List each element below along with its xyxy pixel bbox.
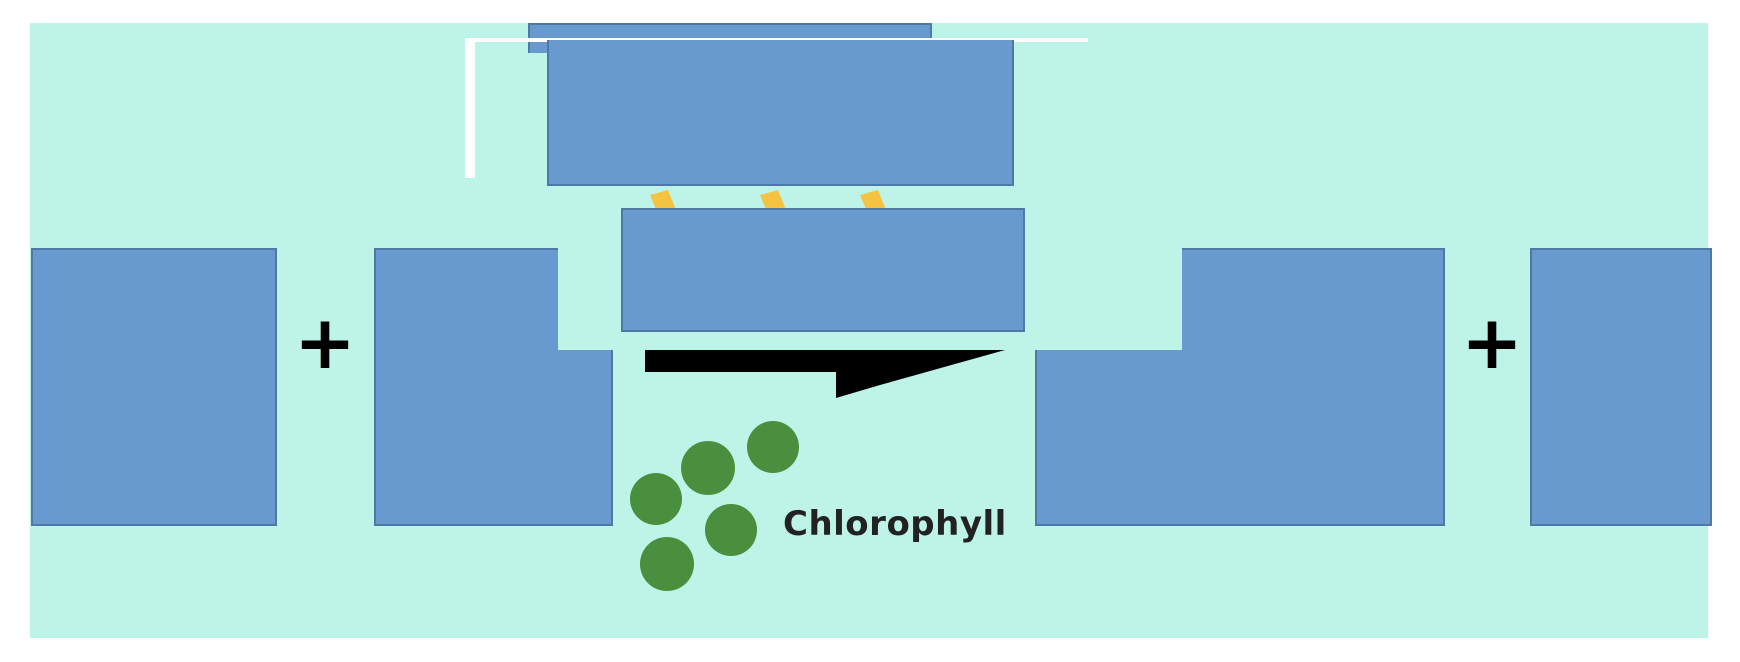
reactant-box-1 [31, 248, 277, 526]
product-box-1 [1035, 248, 1445, 526]
left-white-line [465, 38, 475, 178]
plus-sign-left: + [294, 300, 357, 386]
process-label-box [621, 208, 1025, 332]
product-box-cover-patch [1035, 248, 1182, 350]
plus-sign-right: + [1461, 300, 1524, 386]
product-box-2 [1530, 248, 1712, 526]
light-energy-box [547, 40, 1014, 186]
chlorophyll-label: Chlorophyll [783, 504, 1007, 544]
